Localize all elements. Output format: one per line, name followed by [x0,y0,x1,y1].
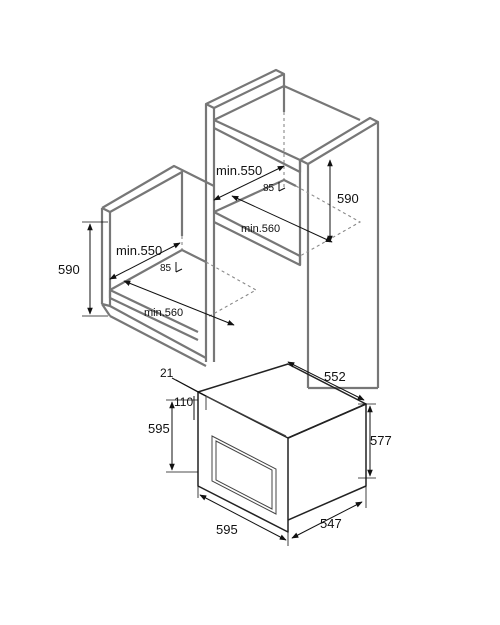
low-gap-tick [175,268,183,273]
tall-cabinet-right-panel [299,116,380,388]
high-depth-label: min.560 [241,223,280,235]
high-depth-dimension-line [231,195,333,243]
low-niche-dimensions: 590 min.550 85 min.560 [58,221,235,326]
low-height-label: 590 [58,262,80,277]
tall-cabinet-top-board [213,84,361,122]
high-gap-label: 85 [263,183,275,194]
high-niche-dimensions: min.550 85 min.560 590 [213,159,359,243]
low-cabinet-base-corner [101,303,111,317]
high-height-label: 590 [337,191,359,206]
oven-dimensions: 21 110 595 595 552 577 547 [148,361,392,546]
low-niche-shelf-hidden [205,261,258,319]
high-width-dimension-line [213,165,285,201]
low-gap-label: 85 [160,263,172,274]
oven-frame-label: 21 [160,366,174,380]
low-cabinet-base-lower [109,315,207,367]
tall-cabinet-top-edge [213,119,301,161]
oven-panel-label: 110 [174,395,193,409]
oven-body-depth-label: 547 [320,516,342,531]
high-width-label: min.550 [216,163,262,178]
low-width-dimension-line [109,242,181,280]
oven-front-width-dimension-line [199,494,287,541]
tall-cabinet-right-panel-top [299,159,309,165]
oven-body-width-label: 552 [324,369,346,384]
oven-body-depth-dimension-line [291,501,363,539]
low-cabinet-left-panel-top [101,170,184,236]
low-depth-label: min.560 [144,307,183,319]
low-cabinet-top [101,164,215,209]
oven-front-width-label: 595 [216,522,238,537]
tall-cabinet [204,68,380,390]
oven-body-height-label: 577 [370,433,392,448]
tall-cabinet-right-panel-ridge [307,121,379,165]
oven-body-width-dimension-line [287,361,365,401]
low-cabinet-base-front [101,302,207,359]
oven-door-window [211,435,277,515]
oven-frame-leader-2 [175,379,207,397]
low-depth-dimension-line [123,280,235,326]
oven-front-height-label: 595 [148,421,170,436]
low-niche-shelf-front [108,290,199,341]
high-gap-tick [278,187,286,192]
oven-control-panel-line [205,395,287,437]
oven-side [287,403,367,521]
